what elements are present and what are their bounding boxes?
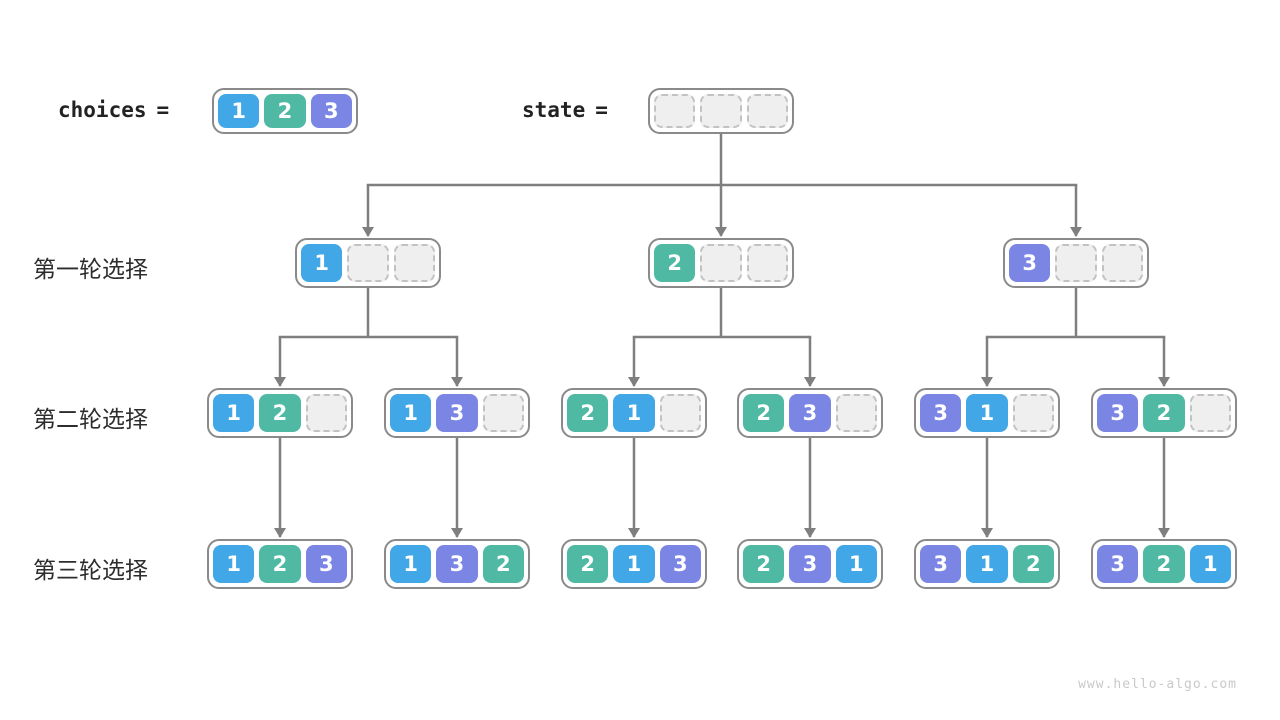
array-cell: 1 bbox=[390, 545, 432, 583]
state-node: 3 bbox=[1003, 238, 1149, 288]
array-cell: 1 bbox=[213, 394, 255, 432]
array-cell: 2 bbox=[743, 394, 785, 432]
array-cell bbox=[305, 394, 347, 432]
array-cell bbox=[654, 94, 696, 128]
state-node: 3 1 bbox=[914, 388, 1060, 438]
array-cell bbox=[835, 394, 877, 432]
array-cell: 2 bbox=[1143, 545, 1185, 583]
array-cell: 1 bbox=[835, 545, 877, 583]
array-cell: 2 bbox=[482, 545, 524, 583]
state-array bbox=[648, 88, 794, 134]
array-cell bbox=[347, 244, 389, 282]
choices-label: choices bbox=[58, 98, 147, 122]
choices-array: 1 2 3 bbox=[212, 88, 358, 134]
row-label-round-3: 第三轮选择 bbox=[33, 557, 148, 583]
array-cell bbox=[700, 94, 742, 128]
array-cell: 2 bbox=[259, 545, 301, 583]
state-node: 2 3 bbox=[737, 388, 883, 438]
array-cell: 3 bbox=[1097, 394, 1139, 432]
state-node: 1 bbox=[295, 238, 441, 288]
array-cell: 1 bbox=[613, 394, 655, 432]
array-cell bbox=[1012, 394, 1054, 432]
array-cell: 3 bbox=[436, 545, 478, 583]
array-cell bbox=[746, 94, 788, 128]
equals-sign: = bbox=[156, 98, 170, 122]
state-node: 1 3 2 bbox=[384, 539, 530, 589]
array-cell bbox=[1189, 394, 1231, 432]
array-cell: 2 bbox=[567, 394, 609, 432]
array-cell: 1 bbox=[613, 545, 655, 583]
array-cell: 2 bbox=[654, 244, 696, 282]
state-node: 1 3 bbox=[384, 388, 530, 438]
array-cell: 3 bbox=[789, 394, 831, 432]
state-expression: state = bbox=[522, 98, 608, 122]
row-label-round-1: 第一轮选择 bbox=[33, 256, 148, 282]
array-cell: 1 bbox=[1189, 545, 1231, 583]
state-node: 3 1 2 bbox=[914, 539, 1060, 589]
array-cell bbox=[700, 244, 742, 282]
state-node: 2 1 bbox=[561, 388, 707, 438]
array-cell: 1 bbox=[218, 94, 260, 128]
array-cell: 3 bbox=[920, 394, 962, 432]
array-cell bbox=[659, 394, 701, 432]
row-label-round-2: 第二轮选择 bbox=[33, 406, 148, 432]
array-cell: 3 bbox=[920, 545, 962, 583]
state-node: 2 1 3 bbox=[561, 539, 707, 589]
choices-expression: choices = bbox=[58, 98, 169, 122]
array-cell bbox=[482, 394, 524, 432]
array-cell: 3 bbox=[1009, 244, 1051, 282]
array-cell bbox=[1101, 244, 1143, 282]
array-cell bbox=[1055, 244, 1097, 282]
array-cell: 2 bbox=[259, 394, 301, 432]
array-cell: 2 bbox=[567, 545, 609, 583]
state-label: state bbox=[522, 98, 586, 122]
array-cell: 3 bbox=[789, 545, 831, 583]
site-watermark: www.hello-algo.com bbox=[1078, 677, 1237, 692]
array-cell: 1 bbox=[390, 394, 432, 432]
state-node: 3 2 bbox=[1091, 388, 1237, 438]
state-node: 3 2 1 bbox=[1091, 539, 1237, 589]
equals-sign: = bbox=[595, 98, 608, 122]
array-cell: 1 bbox=[213, 545, 255, 583]
array-cell: 3 bbox=[305, 545, 347, 583]
array-cell bbox=[393, 244, 435, 282]
state-node: 2 bbox=[648, 238, 794, 288]
array-cell: 1 bbox=[966, 545, 1008, 583]
array-cell: 3 bbox=[659, 545, 701, 583]
array-cell: 3 bbox=[436, 394, 478, 432]
array-cell: 2 bbox=[1143, 394, 1185, 432]
state-node: 1 2 bbox=[207, 388, 353, 438]
array-cell: 2 bbox=[1012, 545, 1054, 583]
state-node: 2 3 1 bbox=[737, 539, 883, 589]
array-cell: 3 bbox=[310, 94, 352, 128]
array-cell: 1 bbox=[301, 244, 343, 282]
array-cell bbox=[746, 244, 788, 282]
state-node: 1 2 3 bbox=[207, 539, 353, 589]
array-cell: 1 bbox=[966, 394, 1008, 432]
array-cell: 3 bbox=[1097, 545, 1139, 583]
array-cell: 2 bbox=[264, 94, 306, 128]
array-cell: 2 bbox=[743, 545, 785, 583]
